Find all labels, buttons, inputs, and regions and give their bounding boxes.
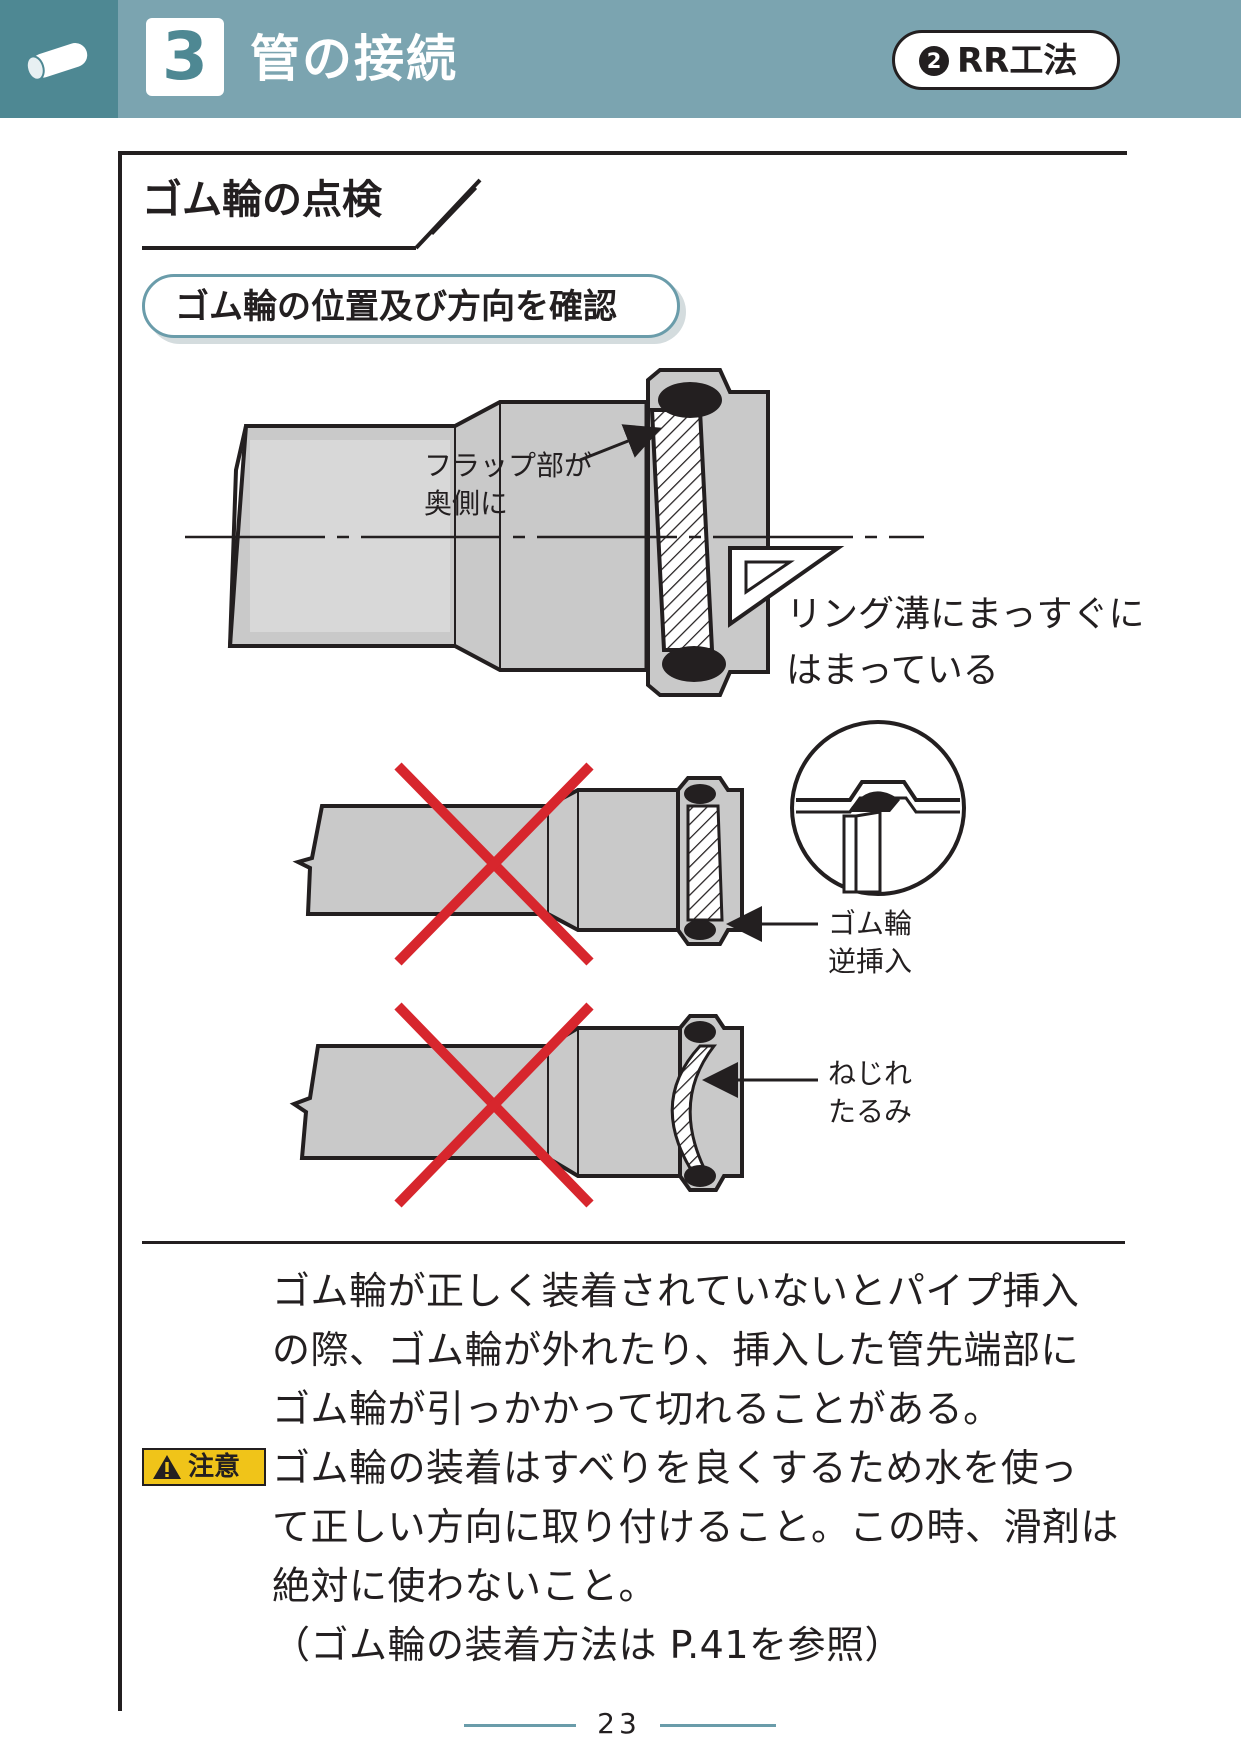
caution-label: 注意 [188,1452,241,1482]
page-header: 3 管の接続 2 RR工法 [0,0,1241,118]
twist-label-line2: たるみ [828,1095,913,1128]
body-line-3: ゴム輪が引っかかって切れることがある。 [272,1387,1002,1431]
body-line-2: の際、ゴム輪が外れたり、挿入した管先端部に [272,1328,1079,1372]
caution-line-2: て正しい方向に取り付けること。この時、滑剤は [272,1505,1120,1549]
body-line-1: ゴム輪が正しく装着されていないとパイプ挿入 [272,1269,1080,1313]
subheading-text: ゴム輪の位置及び方向を確認 [175,287,617,327]
divider-rule [142,1241,1125,1244]
section-number-box: 3 [146,18,224,96]
warning-icon [153,1455,181,1479]
reverse-label-line2: 逆挿入 [828,945,913,978]
heading-underline [142,178,482,250]
footer-line-left [464,1724,576,1727]
section-heading: ゴム輪の点検 [142,177,382,223]
wrong-reverse-insertion-diagram [292,720,966,966]
caution-line-4: （ゴム輪の装着方法は P.41を参照） [272,1623,904,1667]
caution-line-1: ゴム輪の装着はすべりを良くするため水を使っ [272,1446,1078,1490]
method-number: 2 [919,46,949,76]
magnifier-detail-circle [790,720,966,896]
page-number: 23 [597,1707,641,1740]
pipe-icon [25,43,88,80]
header-icon-panel [0,0,118,118]
flap-label-line2: 奥側に [424,487,509,520]
section-number: 3 [162,18,208,95]
frame-top-rule [118,151,1127,155]
footer-line-right [660,1724,776,1727]
flap-label-line1: フラップ部が [424,449,593,482]
groove-label-line2: はまっている [786,650,999,691]
groove-label-line1: リング溝にまっすぐに [786,594,1145,635]
wrong-twist-sag-diagram [289,1002,818,1208]
correct-installation-diagram [185,368,924,697]
subheading-pill: ゴム輪の位置及び方向を確認 [142,274,680,338]
correct-gasket-ring [649,408,715,652]
caution-line-3: 絶対に使わないこと。 [272,1564,658,1608]
caution-badge: 注意 [142,1448,266,1486]
reverse-label-line1: ゴム輪 [828,907,913,940]
chapter-title: 管の接続 [250,30,458,88]
method-label: RR工法 [957,41,1078,81]
twist-label-line1: ねじれ [828,1057,913,1090]
frame-left-rule [118,151,122,1711]
method-badge: 2 RR工法 [892,30,1120,90]
